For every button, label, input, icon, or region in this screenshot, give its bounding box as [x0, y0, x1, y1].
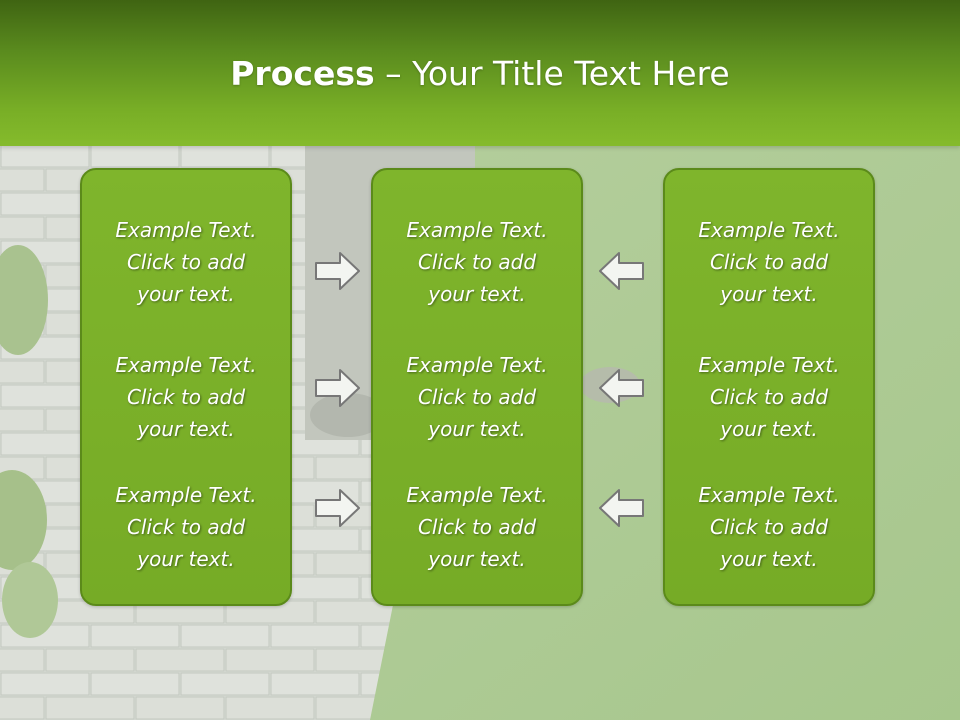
- text-line: Click to add: [417, 515, 537, 539]
- text-line: Example Text.: [698, 483, 840, 507]
- text-line: Example Text.: [698, 218, 840, 242]
- text-line: Example Text.: [698, 353, 840, 377]
- text-line: Click to add: [126, 250, 246, 274]
- process-panel-center[interactable]: Example Text. Click to add your text. Ex…: [371, 168, 583, 606]
- text-line: Example Text.: [406, 353, 548, 377]
- title-bold: Process: [230, 54, 375, 93]
- arrow-left-icon: [599, 252, 644, 290]
- text-line: Click to add: [709, 385, 829, 409]
- slide-title[interactable]: Process – Your Title Text Here: [0, 50, 960, 98]
- text-line: Click to add: [709, 515, 829, 539]
- text-line: Example Text.: [115, 353, 257, 377]
- arrow-left-icon: [599, 489, 644, 527]
- arrow-right-icon: [315, 369, 360, 407]
- text-line: Click to add: [126, 385, 246, 409]
- text-line: your text.: [428, 547, 526, 571]
- text-block[interactable]: Example Text. Click to add your text.: [82, 479, 290, 575]
- text-line: Click to add: [417, 385, 537, 409]
- title-banner: Process – Your Title Text Here: [0, 0, 960, 146]
- text-block[interactable]: Example Text. Click to add your text.: [373, 214, 581, 310]
- text-line: Click to add: [417, 250, 537, 274]
- text-line: your text.: [137, 547, 235, 571]
- text-block[interactable]: Example Text. Click to add your text.: [373, 479, 581, 575]
- arrow-right-icon: [315, 252, 360, 290]
- arrow-right-icon: [315, 489, 360, 527]
- text-line: your text.: [720, 417, 818, 441]
- text-block[interactable]: Example Text. Click to add your text.: [82, 214, 290, 310]
- text-block[interactable]: Example Text. Click to add your text.: [665, 214, 873, 310]
- text-line: Example Text.: [406, 483, 548, 507]
- text-block[interactable]: Example Text. Click to add your text.: [665, 349, 873, 445]
- text-block[interactable]: Example Text. Click to add your text.: [82, 349, 290, 445]
- process-panel-left[interactable]: Example Text. Click to add your text. Ex…: [80, 168, 292, 606]
- text-line: your text.: [720, 282, 818, 306]
- arrow-left-icon: [599, 369, 644, 407]
- text-line: Click to add: [709, 250, 829, 274]
- process-panel-right[interactable]: Example Text. Click to add your text. Ex…: [663, 168, 875, 606]
- title-rest: – Your Title Text Here: [374, 54, 730, 93]
- text-line: your text.: [428, 282, 526, 306]
- text-line: Example Text.: [406, 218, 548, 242]
- text-line: your text.: [137, 417, 235, 441]
- text-line: your text.: [137, 282, 235, 306]
- text-line: Example Text.: [115, 218, 257, 242]
- text-line: Click to add: [126, 515, 246, 539]
- text-block[interactable]: Example Text. Click to add your text.: [665, 479, 873, 575]
- text-line: Example Text.: [115, 483, 257, 507]
- text-line: your text.: [428, 417, 526, 441]
- text-line: your text.: [720, 547, 818, 571]
- text-block[interactable]: Example Text. Click to add your text.: [373, 349, 581, 445]
